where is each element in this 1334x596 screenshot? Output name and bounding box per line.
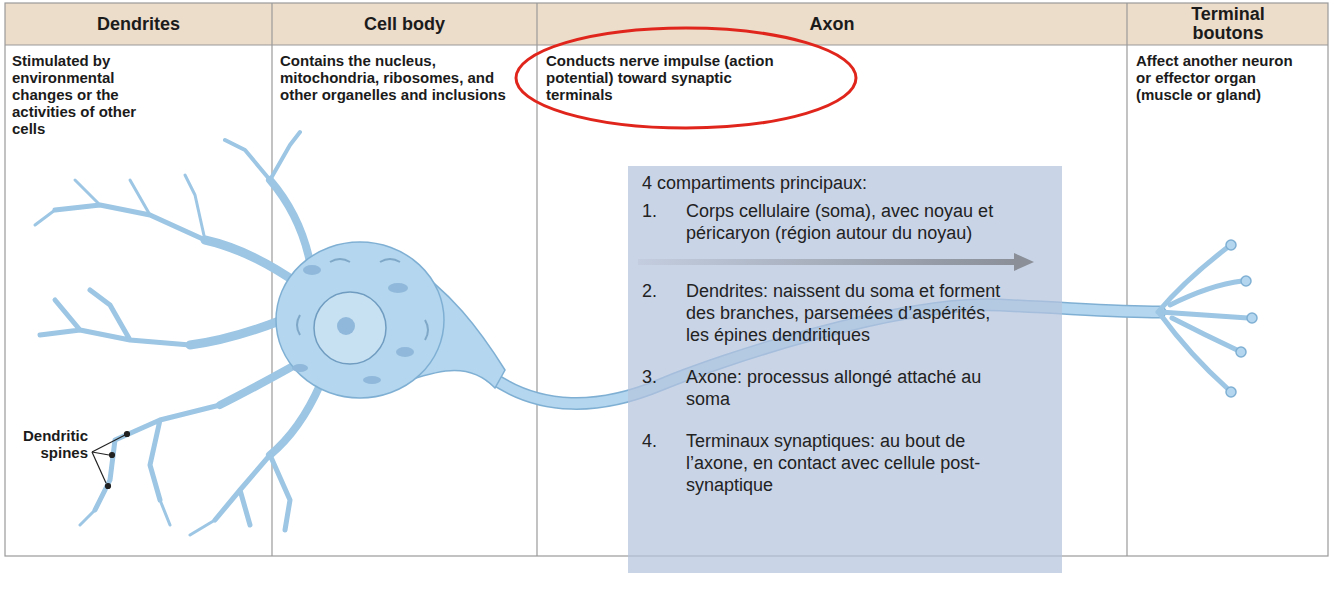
arrow-shaft	[638, 259, 1016, 265]
terminal-boutons	[1226, 240, 1236, 250]
table-frame	[271, 3, 272, 556]
column-header: Axon	[537, 15, 1127, 34]
column-description: Conducts nerve impulse (action potential…	[546, 52, 786, 103]
terminal-boutons	[1170, 281, 1242, 305]
terminal-boutons	[1247, 313, 1257, 323]
dendrites	[205, 240, 300, 285]
spine-leader	[92, 452, 109, 455]
cell-body	[276, 242, 505, 398]
dendrites	[55, 205, 205, 240]
cell-body	[303, 265, 321, 275]
cell-body	[297, 259, 428, 340]
terminal-boutons	[1160, 314, 1228, 389]
column-header: Cell body	[272, 15, 537, 34]
column-header: Dendrites	[5, 15, 272, 34]
cell-body	[276, 242, 444, 398]
list-number: 2.	[642, 280, 657, 302]
terminal-boutons	[1158, 247, 1248, 389]
list-number: 4.	[642, 430, 657, 452]
column-description: Stimulated by environmental changes or t…	[12, 52, 142, 137]
spine-leader	[125, 432, 130, 437]
dendrites	[190, 320, 282, 345]
text-panel: 4 compartiments principaux: 1. Corps cellu…	[628, 166, 1062, 573]
list-number: 1.	[642, 200, 657, 222]
terminal-boutons	[1158, 247, 1228, 312]
spine-leader	[92, 435, 125, 452]
cell-body	[314, 292, 386, 364]
cell-body	[292, 364, 308, 372]
table-frame	[5, 3, 1328, 45]
list-text: Dendrites: naissent du soma et forment d…	[686, 280, 1016, 346]
list-text: Axone: processus allongé attaché au soma	[686, 366, 1016, 410]
dendrites	[220, 365, 295, 405]
terminal-boutons	[1158, 240, 1257, 397]
list-text: Terminaux synaptiques: au bout de l’axon…	[686, 430, 1016, 496]
list-item: 4. Terminaux synaptiques: au bout de l’ax…	[642, 430, 1050, 496]
list-item: 2. Dendrites: naissent du soma et forment…	[642, 280, 1050, 346]
highlight-ellipse	[516, 28, 856, 128]
list-item: 3. Axone: processus allongé attaché au so…	[642, 366, 1050, 410]
arrow-head	[1014, 253, 1034, 271]
list-number: 3.	[642, 366, 657, 388]
cell-body	[363, 376, 381, 384]
terminal-boutons	[1241, 276, 1251, 286]
cell-body	[388, 283, 408, 293]
dendrites	[95, 405, 220, 510]
dendrites	[270, 180, 310, 262]
dendrites	[270, 385, 320, 455]
spine-leader	[110, 453, 115, 458]
dendrites	[225, 132, 300, 180]
column-description: Contains the nucleus, mitochondria, ribo…	[280, 52, 512, 103]
terminal-boutons	[1226, 387, 1236, 397]
spine-leader	[92, 432, 130, 489]
column-header: Terminal boutons	[1177, 5, 1279, 43]
terminal-boutons	[1226, 240, 1257, 397]
dendrites	[80, 500, 215, 535]
table-frame	[5, 44, 1328, 45]
dendrites	[215, 455, 290, 530]
panel-heading: 4 compartiments principaux:	[642, 172, 1050, 194]
cell-body	[396, 347, 414, 357]
dendrites	[40, 290, 190, 345]
list-item: 1. Corps cellulaire (soma), avec noyau et…	[642, 200, 1050, 244]
terminal-boutons	[1236, 347, 1246, 357]
flow-arrow	[638, 252, 1038, 272]
part-label: Dendritic spines	[8, 427, 88, 461]
column-description: Affect another neuron or effector organ …	[1136, 52, 1300, 103]
cell-body	[337, 317, 355, 335]
table-frame	[536, 3, 537, 556]
spine-leader	[92, 452, 106, 483]
list-text: Corps cellulaire (soma), avec noyau et p…	[686, 200, 1016, 244]
dendrites	[35, 175, 205, 240]
table-frame	[1126, 3, 1127, 556]
spine-leader	[106, 484, 111, 489]
